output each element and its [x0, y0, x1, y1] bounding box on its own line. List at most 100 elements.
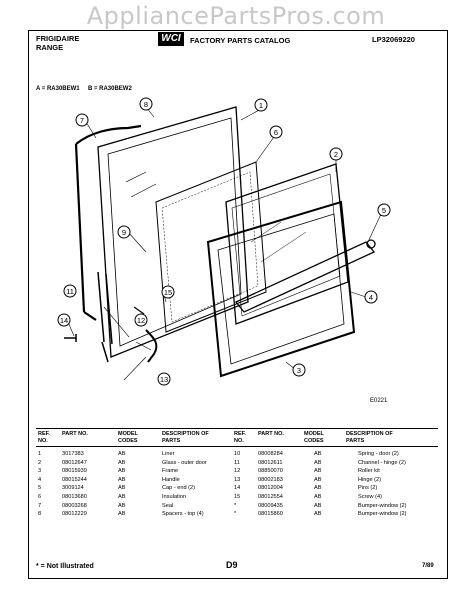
ref-no: 4: [38, 476, 42, 483]
col-model-right: MODEL CODES: [304, 431, 324, 444]
ref-no: 7: [38, 502, 42, 509]
callout-14: 14: [57, 313, 71, 327]
ref-no: 3: [38, 468, 42, 475]
svg-text:3: 3: [297, 366, 301, 375]
table-row: 13 08002183 AB Hinge (2): [234, 477, 434, 485]
callout-13: 13: [157, 372, 171, 386]
wci-logo: WCI: [158, 32, 184, 46]
part-no: 08850070: [258, 468, 283, 475]
ref-no: 14: [234, 485, 241, 492]
part-description: Frame: [162, 468, 179, 475]
callout-6: 6: [269, 125, 283, 139]
part-no: 3009124: [62, 485, 84, 492]
model-codes: AB: [118, 485, 126, 492]
part-description: Screw (4): [358, 494, 382, 500]
model-codes: AB: [118, 459, 126, 466]
ref-no: 2: [38, 459, 42, 466]
ref-no: 6: [38, 494, 42, 500]
ref-no: *: [234, 502, 237, 509]
callout-4: 4: [364, 290, 378, 304]
part-no: 08012647: [62, 459, 87, 466]
model-codes: AB: [118, 468, 126, 475]
callout-3: 3: [292, 363, 306, 377]
part-description: Glass - outer door: [162, 459, 207, 466]
model-codes: AB: [314, 476, 322, 483]
catalog-title: FACTORY PARTS CATALOG: [190, 36, 291, 45]
part-description: Roller kit: [358, 468, 380, 475]
model-codes: AB: [118, 494, 126, 500]
catalog-date: 7/89: [422, 563, 434, 569]
part-no: 08012611: [258, 459, 283, 466]
callout-7: 7: [75, 113, 89, 127]
part-no: 08008284: [258, 451, 283, 457]
callout-1: 1: [254, 98, 268, 112]
part-no: 08002183: [258, 476, 283, 483]
part-no: 08013680: [62, 494, 87, 500]
model-codes: AB: [314, 468, 322, 475]
part-description: Hinge (2): [358, 476, 382, 483]
part-no: 08009435: [258, 502, 283, 509]
handle-end-cap: [366, 239, 376, 249]
product-name: RANGE: [36, 43, 64, 52]
part-description: Bumper-window (2): [358, 502, 407, 509]
table-row: 3 08015939 AB Frame: [38, 468, 238, 476]
svg-text:6: 6: [274, 128, 278, 137]
part-no: 08003268: [62, 502, 87, 509]
part-description: Seal: [162, 502, 174, 509]
table-row: 10 08008284 AB Spring - door (2): [234, 451, 434, 459]
table-row: 6 08013680 AB Insulation: [38, 494, 238, 502]
model-codes: AB: [314, 451, 322, 457]
part-description: Bumper-window (2): [358, 511, 407, 518]
callout-5: 5: [377, 203, 391, 217]
model-codes: AB: [314, 494, 322, 500]
table-header-rule: [36, 446, 438, 447]
hinge-arm: [145, 329, 158, 363]
part-description: Spring - door (2): [358, 451, 399, 457]
svg-text:15: 15: [164, 288, 172, 297]
svg-text:5: 5: [382, 206, 386, 215]
page-number: D9: [226, 560, 238, 570]
col-model-left: MODEL CODES: [118, 431, 138, 444]
models-line: A = RA30BEW1 B = RA30BEW2: [36, 86, 132, 92]
svg-text:11: 11: [66, 287, 74, 296]
svg-text:9: 9: [122, 228, 126, 237]
callout-15: 15: [161, 285, 175, 299]
ref-no: 15: [234, 494, 241, 500]
model-codes: AB: [314, 459, 322, 466]
part-description: Handle: [162, 476, 180, 483]
col-part-right: PART NO.: [258, 431, 284, 437]
part-no: 08012004: [258, 485, 283, 492]
ref-no: 1: [38, 451, 42, 457]
ref-no: 11: [234, 459, 240, 466]
part-description: Liner: [162, 451, 175, 457]
ref-no: 13: [234, 476, 241, 483]
model-codes: AB: [118, 511, 126, 518]
ref-no: 5: [38, 485, 42, 492]
not-illustrated-note: * = Not Illustrated: [36, 563, 94, 570]
col-desc-left: DESCRIPTION OF PARTS: [162, 431, 209, 444]
svg-text:13: 13: [160, 375, 168, 384]
part-no: 3017383: [62, 451, 84, 457]
model-codes: AB: [314, 511, 322, 518]
col-ref-right: REF. NO.: [234, 431, 246, 444]
exploded-door-diagram: 1 2 3 4 5 6 7 8 9 11 12 13 14 15: [57, 97, 391, 386]
svg-text:4: 4: [369, 293, 373, 302]
ref-no: 8: [38, 511, 42, 518]
diagram-code: E0221: [370, 398, 388, 404]
ref-no: *: [234, 511, 237, 518]
part-description: Cap - end (2): [162, 485, 195, 492]
model-codes: AB: [314, 485, 322, 492]
door-handle: [234, 241, 376, 313]
ref-no: 10: [234, 451, 241, 457]
callout-8: 8: [139, 97, 153, 111]
part-no: 08015939: [62, 468, 87, 475]
table-row: 2 08012647 AB Glass - outer door: [38, 460, 238, 468]
part-no: 08015244: [62, 476, 87, 483]
part-description: Insulation: [162, 494, 186, 500]
